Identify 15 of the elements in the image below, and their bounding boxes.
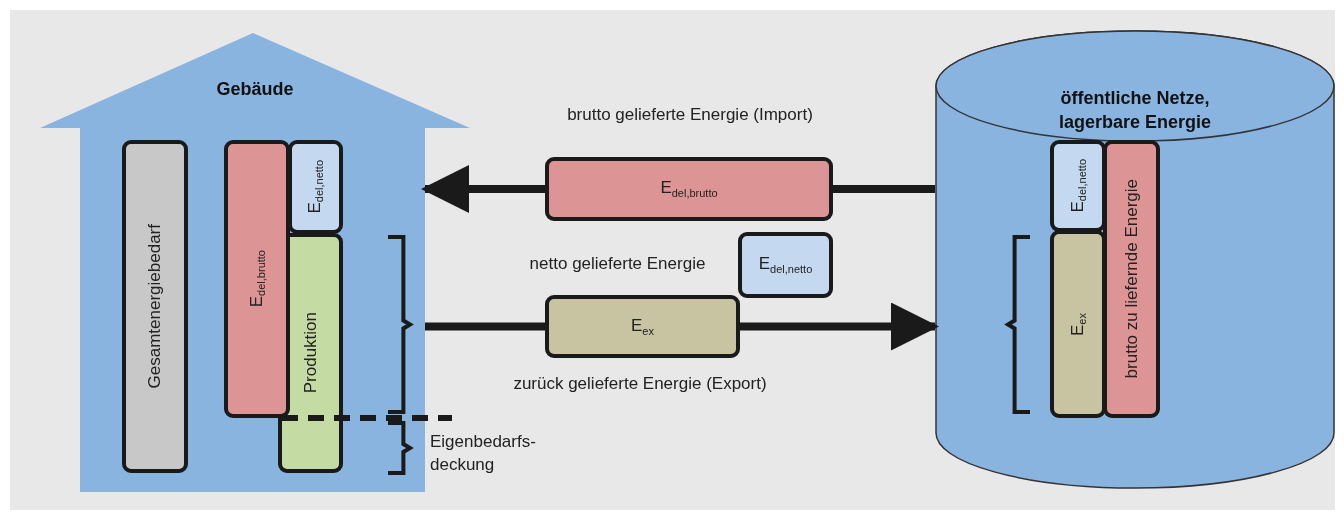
- group-title: öffentliche Netze, lagerbare Energie: [1057, 87, 1213, 134]
- caption-text: brutto gelieferte Energie (Import): [566, 104, 814, 126]
- caption-text: netto gelieferte Energie: [528, 253, 707, 275]
- energy-box: E$_{del,netto}$: [738, 232, 833, 298]
- arrow: [740, 302, 939, 351]
- energy-box: E$_{del,brutto}$: [545, 157, 833, 221]
- caption-text: zurück gelieferte Energie (Export): [512, 373, 768, 395]
- arrow: [421, 165, 545, 213]
- connector-line: [425, 322, 545, 331]
- group-title: Gebäude: [215, 78, 295, 101]
- connector-line: [833, 185, 935, 193]
- energy-bar: Gesamtenergiebedarf: [122, 140, 188, 473]
- note-text: Eigenbedarfs-deckung: [430, 431, 537, 476]
- energy-bar: brutto zu liefernde Energie: [1103, 140, 1160, 418]
- energy-box: E$_{ex}$: [545, 295, 740, 358]
